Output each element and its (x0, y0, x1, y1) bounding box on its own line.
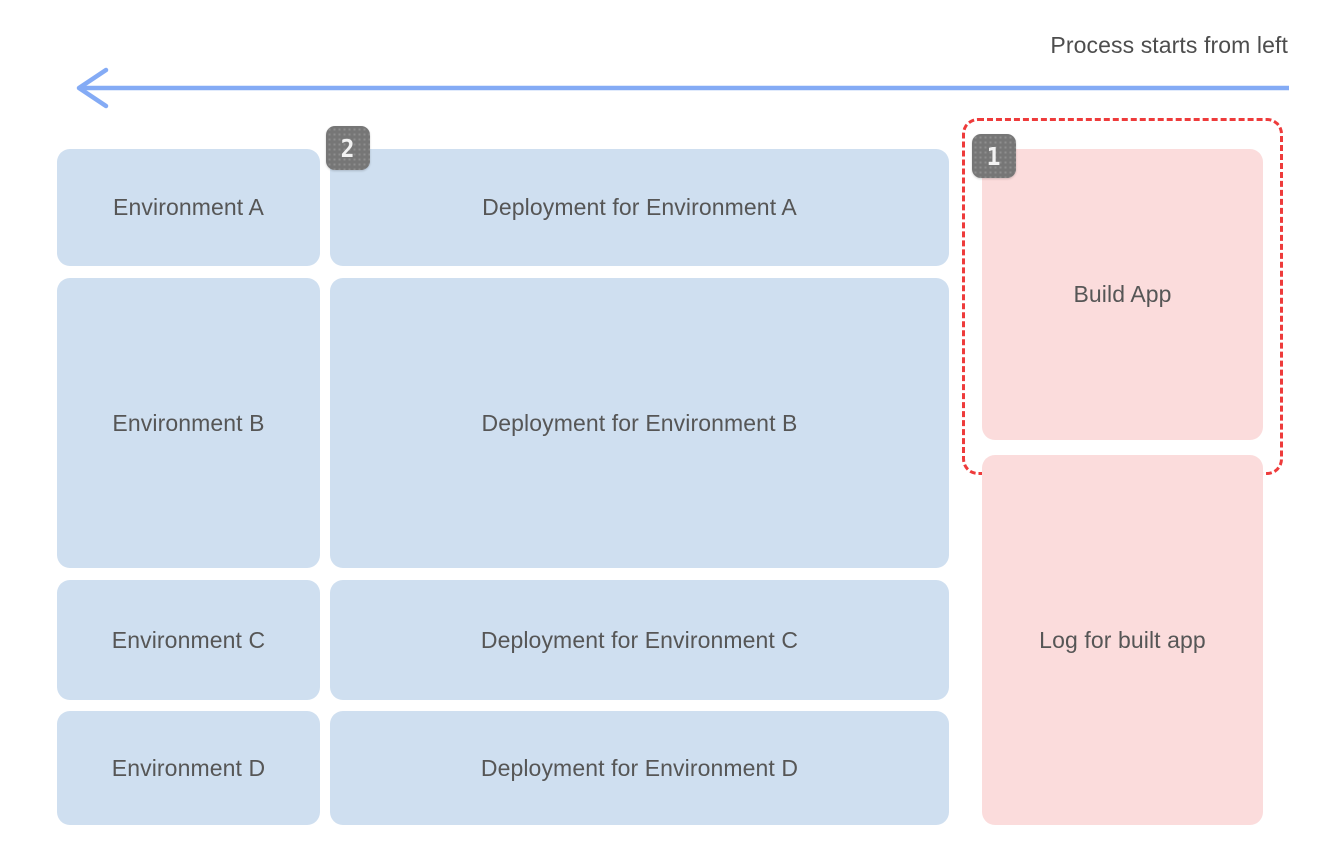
environment-box[interactable]: Environment D (57, 711, 320, 825)
step-badge-1: 1 (972, 134, 1016, 178)
process-direction-caption: Process starts from left (1050, 32, 1288, 58)
step-badge-1-number: 1 (987, 141, 1001, 171)
build-app-box[interactable]: Build App (982, 149, 1263, 440)
environment-box[interactable]: Environment B (57, 278, 320, 568)
build-log-box[interactable]: Log for built app (982, 455, 1263, 825)
build-app-box-label: Build App (1073, 281, 1172, 308)
deployment-box-label: Deployment for Environment A (482, 194, 797, 221)
environment-box-label: Environment B (112, 409, 265, 436)
deployment-box[interactable]: Deployment for Environment C (330, 580, 949, 700)
environment-box[interactable]: Environment C (57, 580, 320, 700)
deployment-box[interactable]: Deployment for Environment D (330, 711, 949, 825)
deployment-box-label: Deployment for Environment B (481, 409, 798, 436)
deployment-box-label: Deployment for Environment D (480, 754, 799, 781)
environment-box-label: Environment C (111, 626, 266, 653)
process-direction-arrow (70, 67, 1290, 110)
environment-box[interactable]: Environment A (57, 149, 320, 266)
deployment-box[interactable]: Deployment for Environment B (330, 278, 949, 568)
step-badge-2-number: 2 (341, 133, 355, 163)
environment-box-label: Environment A (113, 194, 264, 221)
deployment-box-label: Deployment for Environment C (480, 626, 799, 653)
environment-box-label: Environment D (111, 754, 266, 781)
deployment-box[interactable]: Deployment for Environment A (330, 149, 949, 266)
build-log-box-label: Log for built app (1039, 626, 1206, 653)
step-badge-2: 2 (326, 126, 370, 170)
arrow-left-icon (76, 67, 1289, 109)
